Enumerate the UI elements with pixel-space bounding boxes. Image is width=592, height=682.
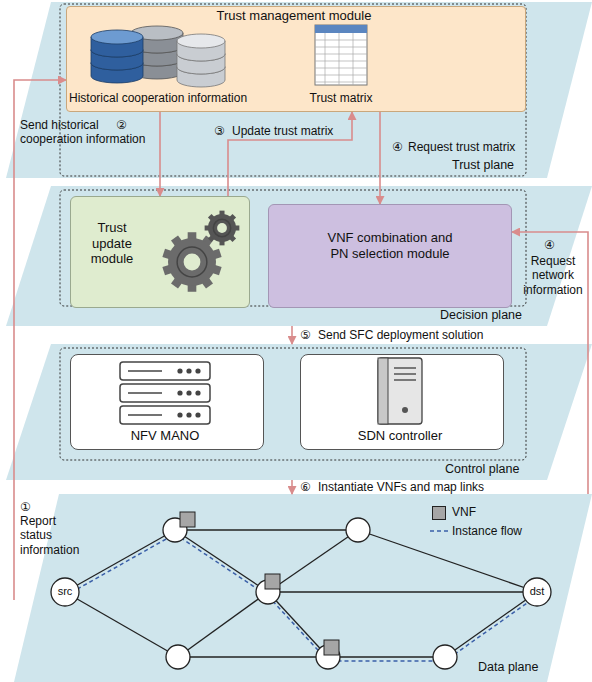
callout-number: ④	[544, 238, 555, 252]
plane-shape	[14, 494, 592, 682]
module-box: Trust update module	[70, 196, 250, 308]
plane-label: Control plane	[445, 462, 519, 477]
device-box: SDN controller	[300, 354, 504, 450]
icon-caption: Trust matrix	[301, 91, 381, 105]
plane-band: Control plane NFV MANO SDN controller	[6, 344, 592, 480]
callout-number: ①	[20, 500, 31, 514]
callout-number: ③	[214, 124, 225, 138]
node-label: src	[50, 585, 80, 598]
flow-arrow	[159, 112, 161, 196]
module-title: VNF combination and PN selection module	[320, 230, 460, 261]
module-box: VNF combination and PN selection module	[268, 204, 512, 308]
flow-arrow	[291, 480, 293, 494]
step-label: Request network information	[522, 254, 584, 297]
plane-label: Decision plane	[440, 308, 522, 323]
device-label: SDN controller	[300, 428, 500, 444]
step-label: Instantiate VNFs and map links	[318, 480, 484, 494]
step-label: Send SFC deployment solution	[318, 328, 483, 342]
flow-arrow	[379, 112, 381, 204]
node-label: dst	[522, 585, 552, 598]
legend-text: VNF	[452, 505, 476, 519]
step-label: Report status information	[20, 514, 84, 557]
module-box: Trust management moduleHistorical cooper…	[66, 6, 526, 112]
plane-band: Decision plane Trust update module VNF com…	[6, 186, 592, 326]
module-title: Trust management module	[66, 8, 522, 24]
icon-caption: Historical cooperation information	[69, 91, 284, 105]
flow-arrow	[291, 326, 293, 344]
icon-box: Historical cooperation information	[69, 21, 288, 111]
callout-number: ②	[116, 118, 127, 132]
callout-number: ⑥	[300, 480, 311, 494]
step-label: Request trust matrix	[408, 140, 515, 154]
module-title: Trust update module	[76, 220, 148, 267]
callout-number: ⑤	[300, 328, 311, 342]
step-label: Update trust matrix	[232, 124, 333, 138]
icon-box: Trust matrix	[301, 21, 385, 111]
plane-label: Data plane	[478, 660, 538, 675]
plane-label: Trust plane	[452, 158, 514, 173]
legend-line-sample	[430, 530, 448, 532]
step-label: Send historical cooperation information	[20, 118, 158, 147]
legend-text: Instance flow	[452, 524, 522, 538]
legend-swatch	[432, 506, 446, 520]
network-node: src	[50, 577, 84, 607]
device-box: NFV MANO	[70, 354, 264, 450]
plane-band: Data plane src dst	[14, 494, 592, 682]
network-node: dst	[522, 577, 556, 607]
callout-number: ④	[392, 140, 403, 154]
device-label: NFV MANO	[70, 428, 260, 444]
